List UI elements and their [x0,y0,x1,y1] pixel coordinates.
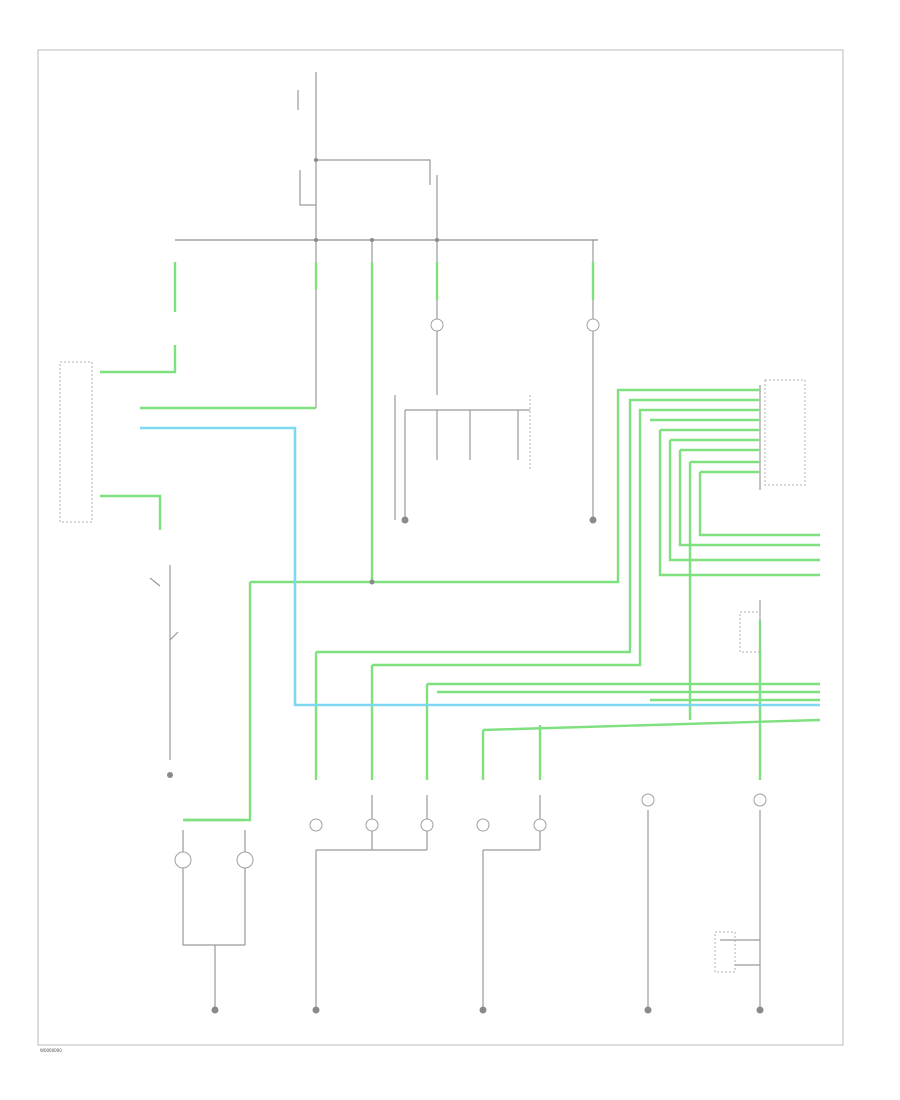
black-wires [149,72,761,1010]
junction-dots [167,158,439,778]
connector-boxes [59,361,806,973]
ground-symbols [211,516,764,1014]
diagram-frame [37,49,844,1046]
blue-wire [140,426,820,707]
green-wires [100,262,821,822]
lamps [174,318,767,869]
footer-code: W0000000 [40,1048,62,1053]
